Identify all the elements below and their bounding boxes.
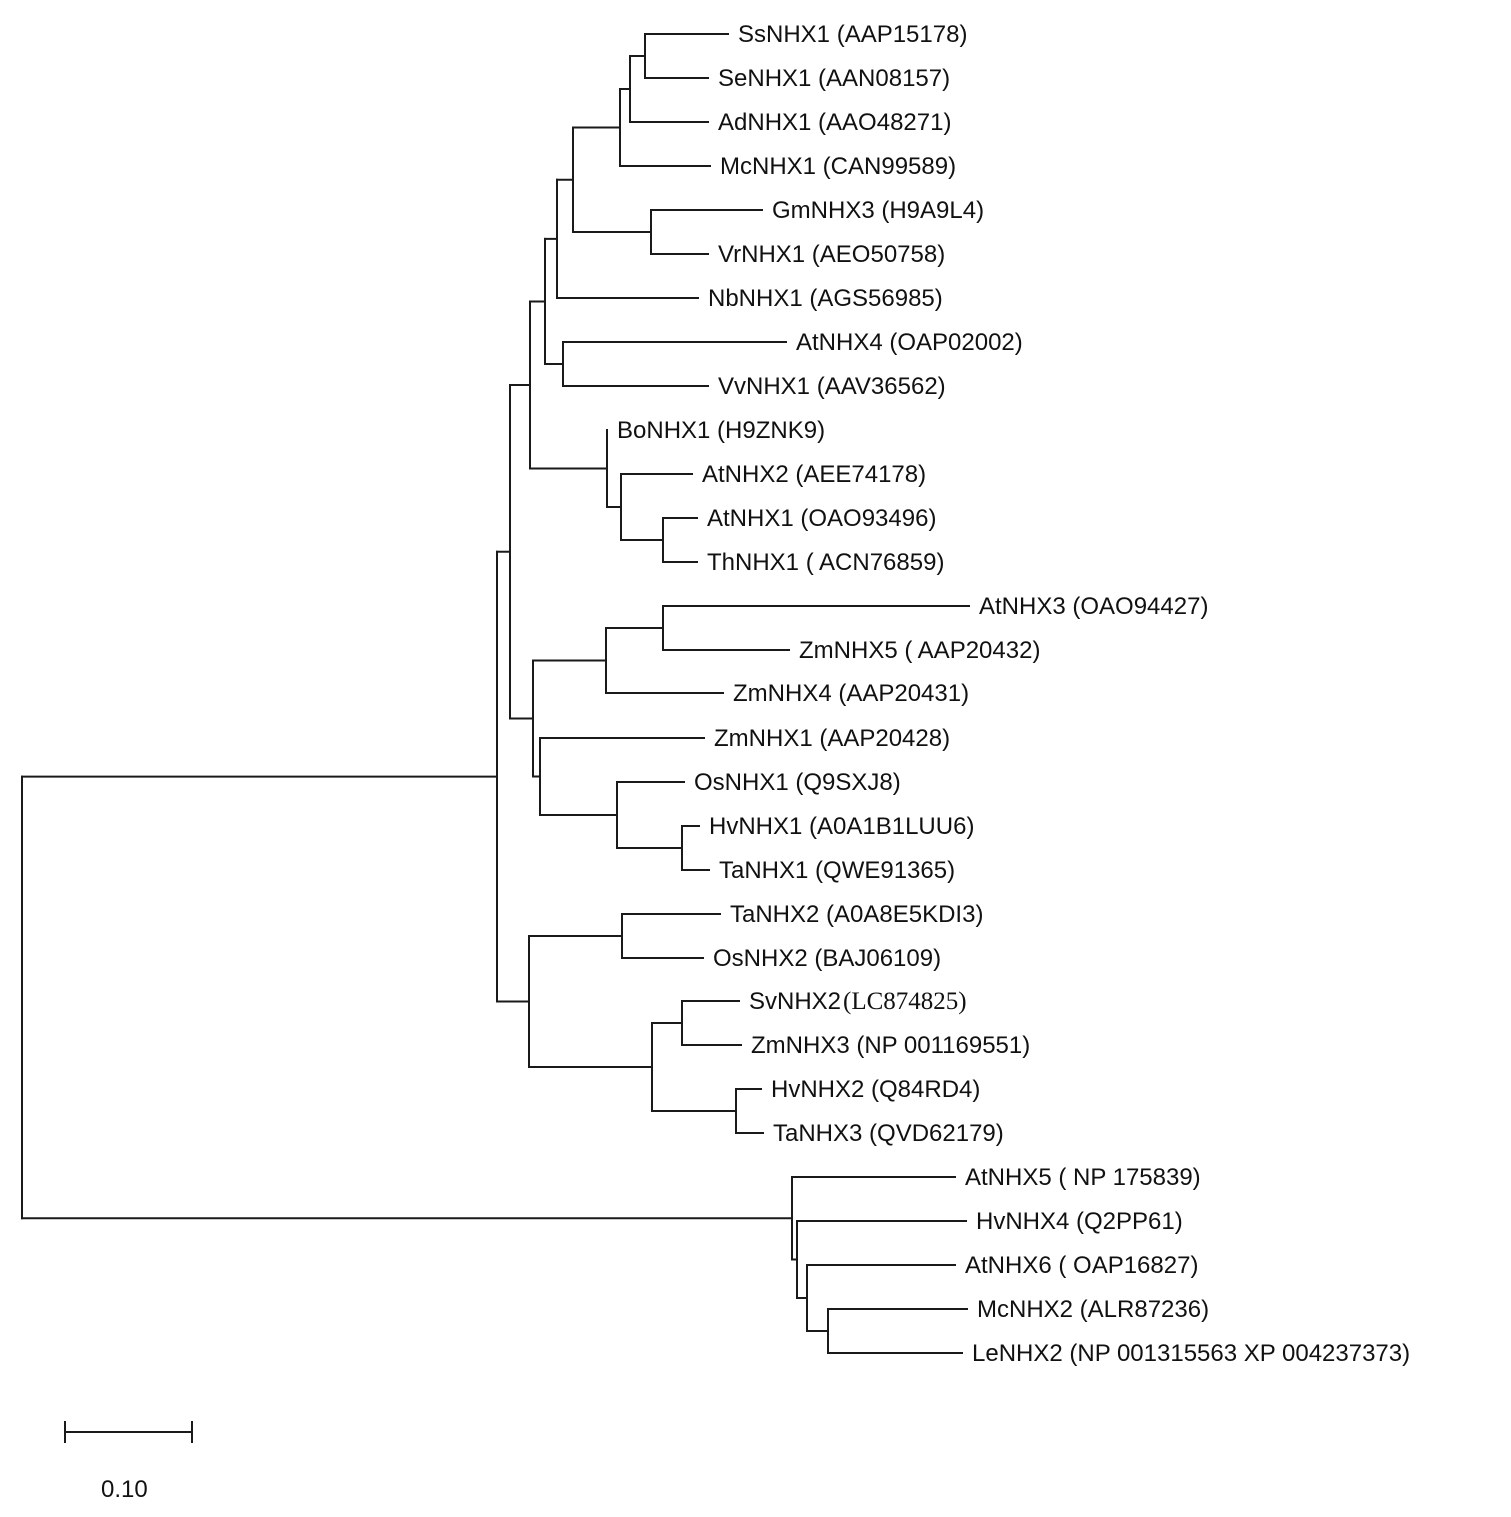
leaf-label-tanhx1: TaNHX1 (QWE91365) [719,857,955,884]
leaf-label-hvnhx2: HvNHX2 (Q84RD4) [771,1076,980,1103]
leaf-label-zmnhx4: ZmNHX4 (AAP20431) [733,680,969,707]
leaf-label-mcnhx2: McNHX2 (ALR87236) [977,1296,1209,1323]
leaf-label-atnhx4: AtNHX4 (OAP02002) [796,329,1023,356]
leaf-label-vvnhx1: VvNHX1 (AAV36562) [718,373,946,400]
leaf-label-lenhx2: LeNHX2 (NP 001315563 XP 004237373) [972,1340,1410,1367]
leaf-label-atnhx6: AtNHX6 ( OAP16827) [965,1252,1198,1279]
leaf-label-nbnhx1: NbNHX1 (AGS56985) [708,285,943,312]
leaf-label-mcnhx1: McNHX1 (CAN99589) [720,153,956,180]
leaf-label-atnhx5: AtNHX5 ( NP 175839) [965,1164,1201,1191]
leaf-label-adnhx1: AdNHX1 (AAO48271) [718,109,951,136]
leaf-label-bonhx1: BoNHX1 (H9ZNK9) [617,417,825,444]
leaf-label-senhx1: SeNHX1 (AAN08157) [718,65,950,92]
leaf-label-ssnhx1: SsNHX1 (AAP15178) [738,21,967,48]
leaf-label-thnhx1: ThNHX1 ( ACN76859) [707,549,944,576]
scale-bar: 0.10 [64,1421,193,1503]
leaf-label-zmnhx1: ZmNHX1 (AAP20428) [714,725,950,752]
leaf-label-hvnhx4: HvNHX4 (Q2PP61) [976,1208,1183,1235]
leaf-label-tanhx2: TaNHX2 (A0A8E5KDI3) [730,901,983,928]
leaf-label-zmnhx3: ZmNHX3 (NP 001169551) [751,1032,1030,1059]
leaf-accession-svnhx2: (LC874825) [843,988,967,1015]
leaf-label-zmnhx5: ZmNHX5 ( AAP20432) [799,637,1040,664]
leaf-label-hvnhx1: HvNHX1 (A0A1B1LUU6) [709,813,974,840]
leaf-label-atnhx3: AtNHX3 (OAO94427) [979,593,1208,620]
leaf-label-atnhx2: AtNHX2 (AEE74178) [702,461,926,488]
leaf-label-osnhx2: OsNHX2 (BAJ06109) [713,945,941,972]
leaf-label-svnhx2: SvNHX2(LC874825) [749,988,967,1015]
leaf-label-gmnhx3: GmNHX3 (H9A9L4) [772,197,984,224]
tree-branches [21,33,970,1354]
leaf-label-tanhx3: TaNHX3 (QVD62179) [773,1120,1004,1147]
leaf-labels: SsNHX1 (AAP15178) SeNHX1 (AAN08157) AdNHX1… [617,21,1410,1367]
leaf-label-atnhx1: AtNHX1 (OAO93496) [707,505,936,532]
leaf-label-osnhx1: OsNHX1 (Q9SXJ8) [694,769,901,796]
scale-bar-label: 0.10 [101,1476,148,1503]
leaf-label-vrnhx1: VrNHX1 (AEO50758) [718,241,945,268]
